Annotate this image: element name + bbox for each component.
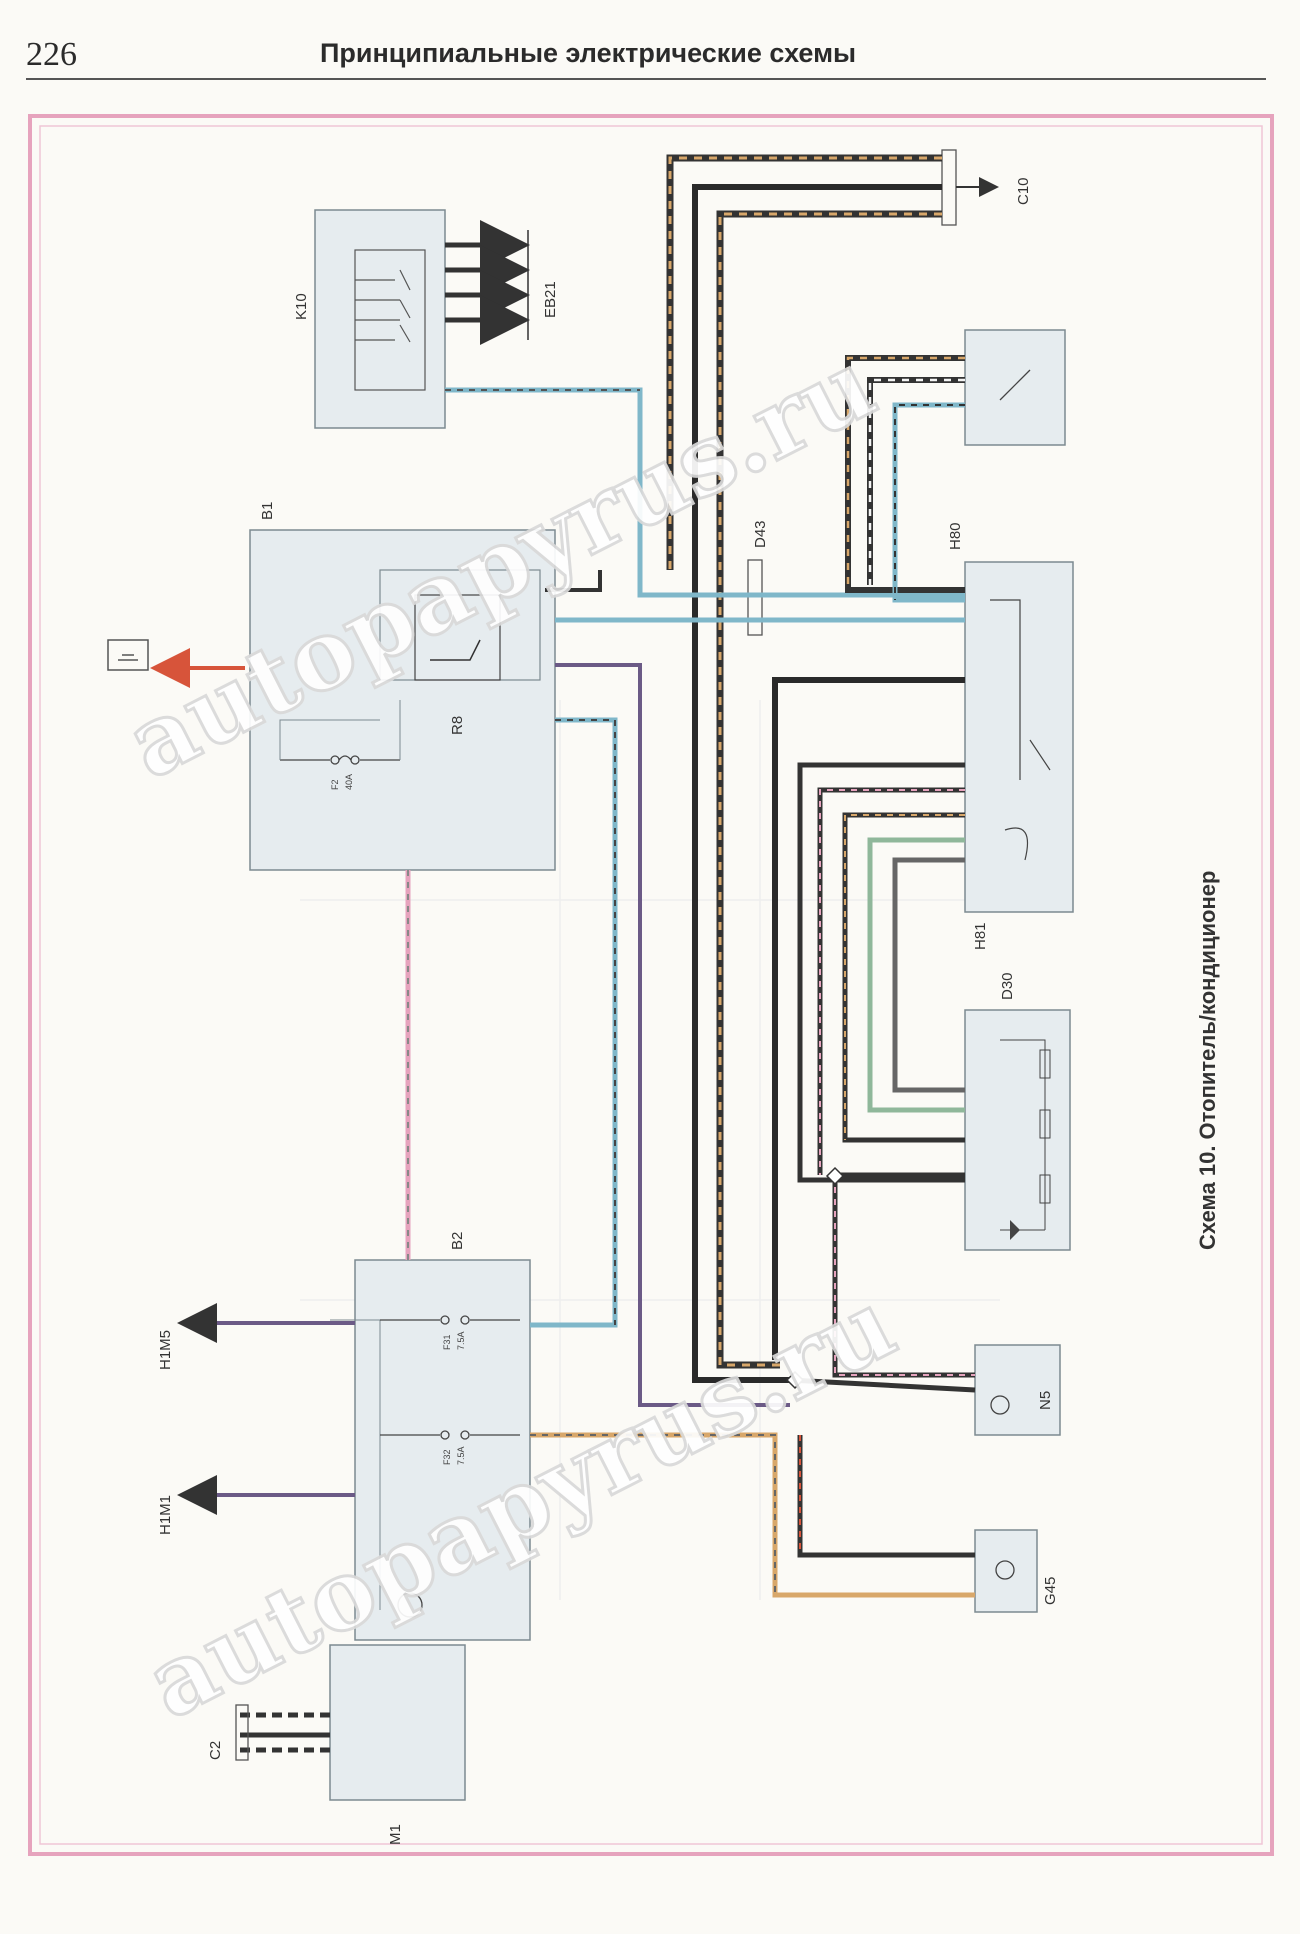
component-m1	[329, 1592, 466, 1801]
component-g45	[974, 1529, 1038, 1613]
header-rule	[26, 78, 1266, 80]
diagram-caption: Схема 10. Отопитель/кондиционер	[1195, 871, 1220, 1250]
label-m1: M1	[387, 1824, 404, 1845]
label-d30: D30	[999, 972, 1016, 1000]
component-b1	[249, 529, 556, 871]
label-f32: F32	[442, 1449, 452, 1465]
label-c2: C2	[207, 1741, 224, 1760]
component-b2	[330, 1259, 531, 1641]
label-h1m5: H1M5	[157, 1330, 174, 1370]
diagram-frame-inner	[39, 125, 1263, 1845]
component-sensor-top	[964, 329, 1066, 446]
connector-c2	[235, 1704, 330, 1761]
component-n5	[974, 1344, 1061, 1436]
label-n5: N5	[1037, 1391, 1054, 1410]
label-b1: B1	[259, 502, 276, 520]
wire-bundle	[405, 154, 976, 1598]
component-k10	[314, 209, 446, 429]
junction-points	[785, 1166, 845, 1390]
label-f31-rating: 7.5A	[456, 1331, 466, 1350]
ground-symbol	[107, 639, 149, 671]
label-g45: G45	[1042, 1577, 1059, 1605]
connector-c10	[941, 149, 999, 226]
label-eb21: EB21	[542, 281, 559, 318]
label-r8: R8	[449, 716, 466, 735]
label-h81: H81	[972, 922, 989, 950]
label-d43: D43	[752, 520, 769, 548]
label-h1m1: H1M1	[157, 1495, 174, 1535]
label-c10: C10	[1015, 177, 1032, 205]
label-f2-rating: 40A	[344, 774, 354, 790]
background-ghost-lines	[300, 700, 1000, 1600]
label-b2: B2	[449, 1232, 466, 1250]
page-title: Принципиальные электрические схемы	[320, 38, 857, 68]
label-h80: H80	[947, 522, 964, 550]
label-f31: F31	[442, 1334, 452, 1350]
component-h80-h81	[964, 561, 1074, 913]
diagram-frame	[28, 114, 1274, 1856]
component-d30	[964, 1009, 1071, 1251]
page-number: 226	[26, 36, 77, 73]
label-f32-rating: 7.5A	[456, 1446, 466, 1465]
label-f2: F2	[330, 779, 340, 790]
connector-eb21	[445, 220, 530, 345]
label-k10: K10	[293, 293, 310, 320]
